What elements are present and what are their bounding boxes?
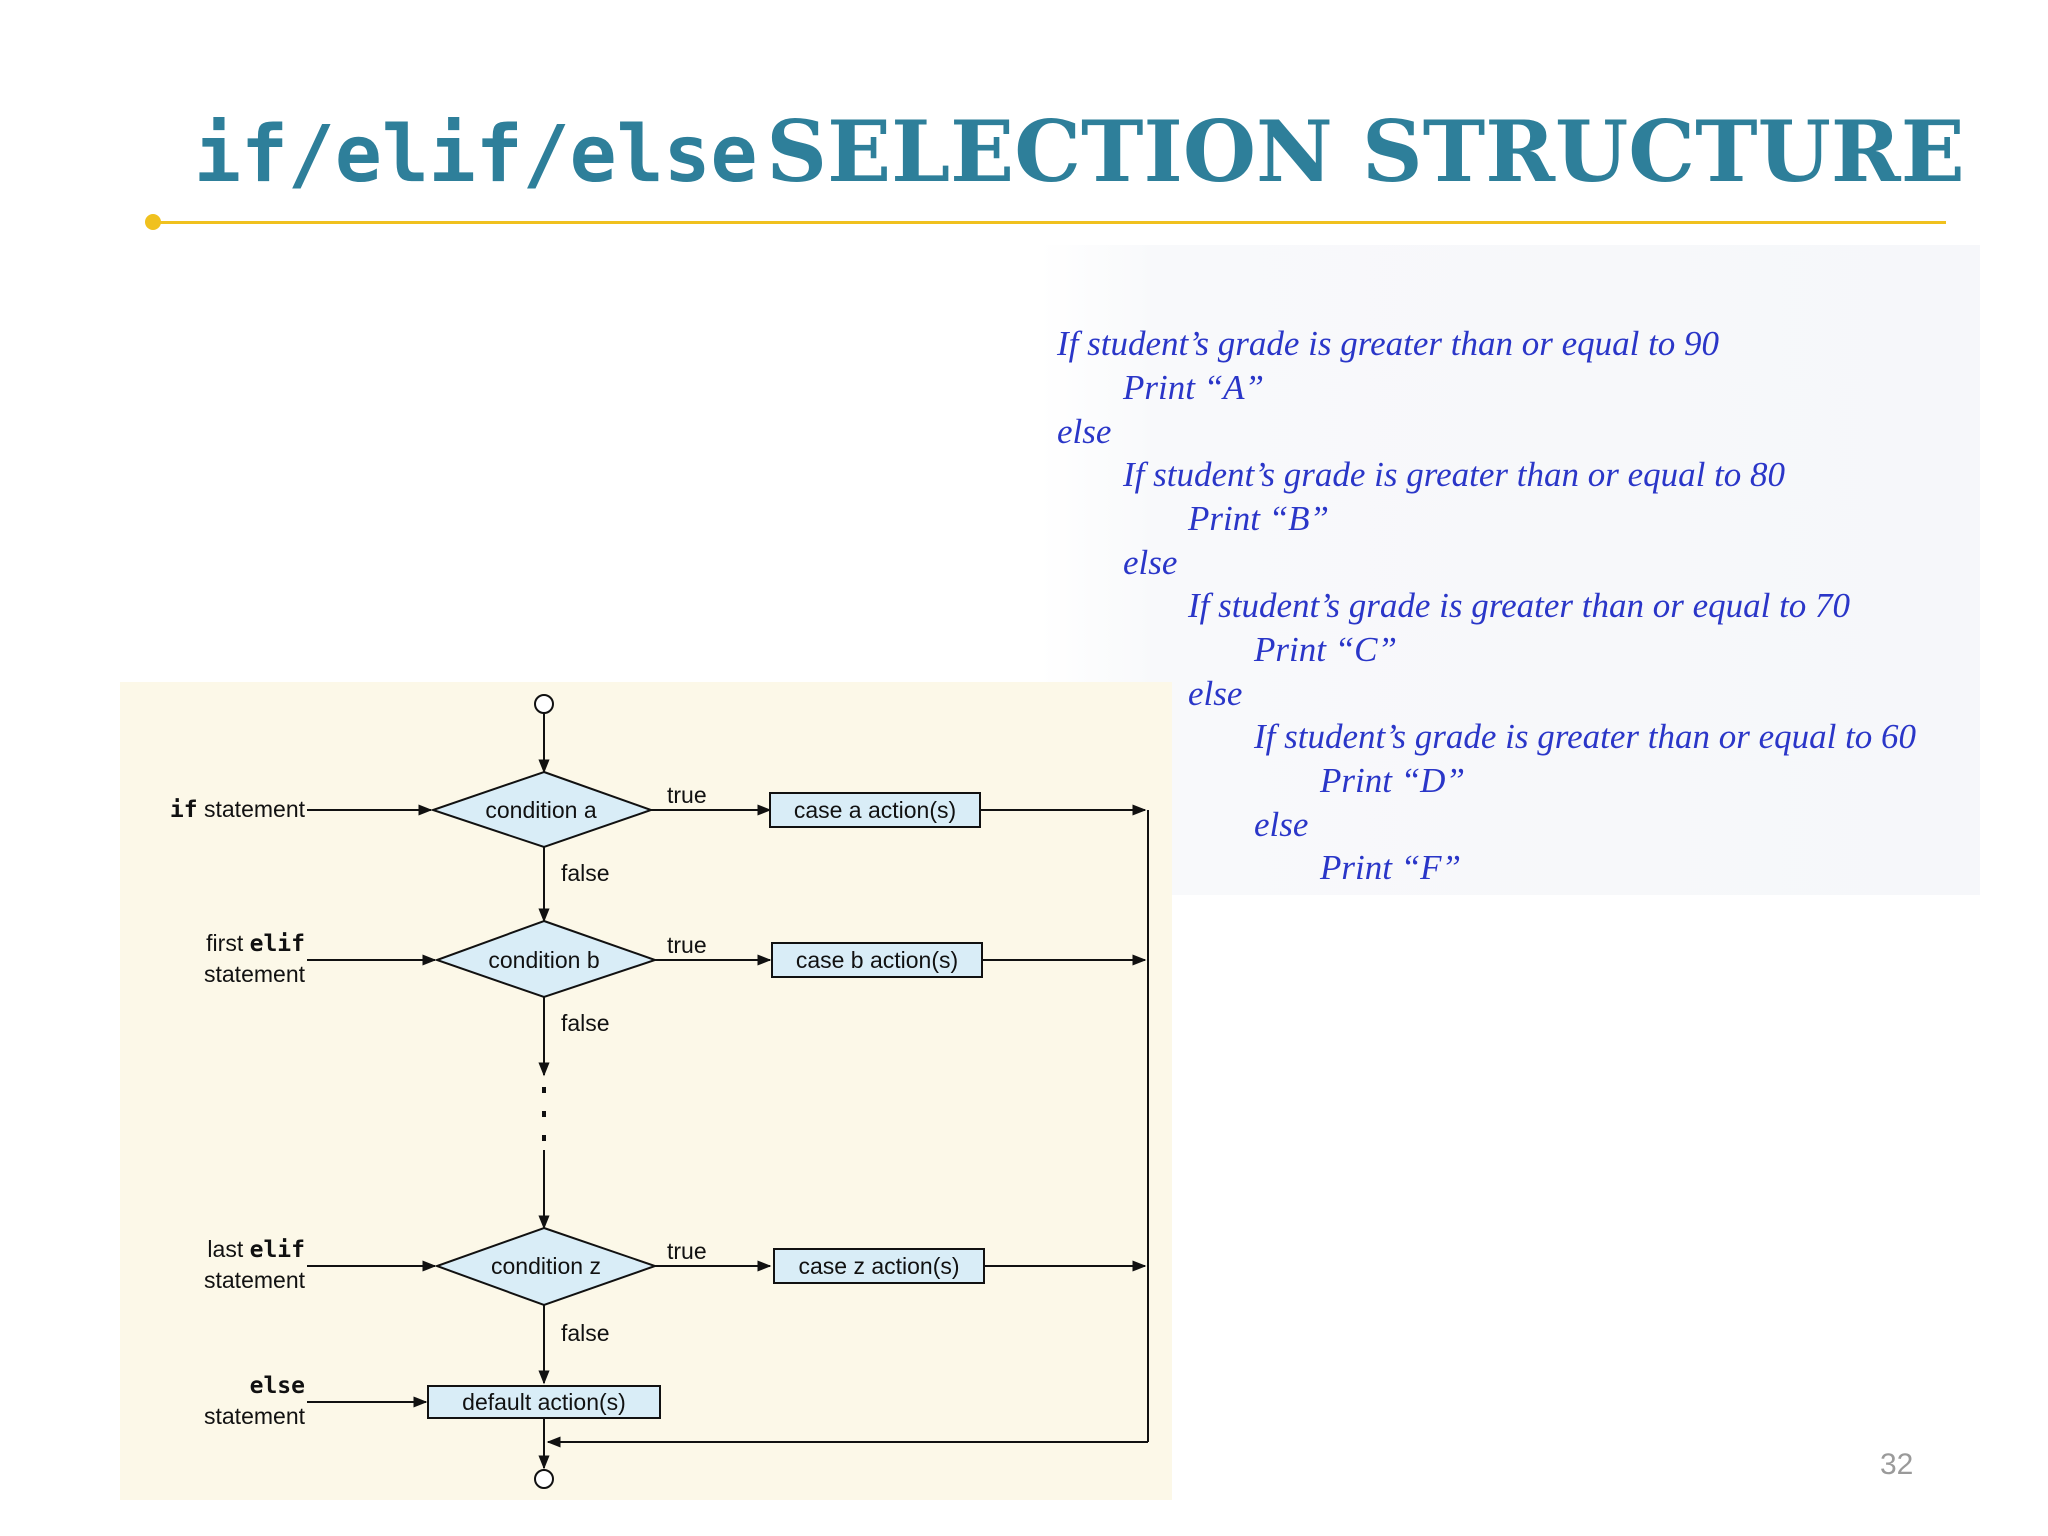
pseudocode-line: Print “A” (1123, 368, 1265, 407)
default-action-label: default action(s) (462, 1389, 626, 1415)
statement-label: statement (204, 1267, 306, 1293)
action-label: case z action(s) (798, 1253, 959, 1279)
decision-diamond-b (434, 919, 659, 999)
false-label: false (561, 1010, 610, 1036)
slide-title-code: if/elif/else (194, 110, 758, 200)
true-label: true (667, 782, 707, 808)
action-label: case b action(s) (796, 947, 958, 973)
pseudocode-line: else (1123, 543, 1178, 582)
pseudocode-line: If student’s grade is greater than or eq… (1123, 455, 1786, 494)
slide-title-text: SELECTION STRUCTURE (766, 102, 1965, 201)
action-box-z (773, 1248, 985, 1284)
decision-diamond-z (434, 1226, 659, 1307)
end-node (534, 1469, 554, 1489)
pseudocode-line: If student’s grade is greater than or eq… (1254, 717, 1917, 756)
statement-label: statement (204, 961, 306, 987)
condition-label: condition z (491, 1253, 601, 1279)
condition-label: condition b (488, 947, 599, 973)
action-box-b (771, 942, 983, 978)
true-label: true (667, 932, 707, 958)
elif-keyword: elif (250, 1237, 305, 1263)
condition-label: condition a (485, 797, 596, 823)
flowchart-background (120, 682, 1172, 1500)
pseudocode-line: else (1188, 674, 1243, 713)
pseudocode-line: If student’s grade is greater than or eq… (1057, 324, 1720, 363)
decision-diamond-a (429, 770, 655, 849)
false-label: false (561, 860, 610, 886)
false-label: false (561, 1320, 610, 1346)
else-keyword: else (250, 1373, 305, 1399)
pseudocode-line: else (1254, 805, 1309, 844)
last-elif-label: last elif (207, 1236, 305, 1263)
if-keyword: if (170, 797, 198, 823)
action-label: case a action(s) (794, 797, 956, 823)
statement-label: statement (204, 1403, 306, 1429)
elif-keyword: elif (250, 931, 305, 957)
title-underline-dot (145, 214, 161, 230)
pseudocode-line: If student’s grade is greater than or eq… (1188, 586, 1851, 625)
last-prefix: last (207, 1236, 249, 1262)
first-prefix: first (206, 930, 249, 956)
pseudocode-line: else (1057, 412, 1112, 451)
pseudocode-line: Print “B” (1188, 499, 1330, 538)
title-underline (152, 221, 1946, 224)
default-action-box (427, 1385, 661, 1419)
pseudocode-panel (1040, 245, 1980, 895)
first-elif-label: first elif (206, 930, 305, 957)
pseudocode-line: Print “F” (1320, 848, 1462, 887)
slide-number: 32 (1880, 1448, 1914, 1481)
true-label: true (667, 1238, 707, 1264)
if-statement-label: if statement (170, 796, 306, 823)
pseudocode-line: Print “D” (1320, 761, 1465, 800)
pseudocode-line: Print “C” (1254, 630, 1397, 669)
statement-suffix: statement (198, 796, 306, 822)
start-node (534, 694, 554, 714)
slide-title: if/elif/else SELECTION STRUCTURE (194, 110, 1965, 195)
